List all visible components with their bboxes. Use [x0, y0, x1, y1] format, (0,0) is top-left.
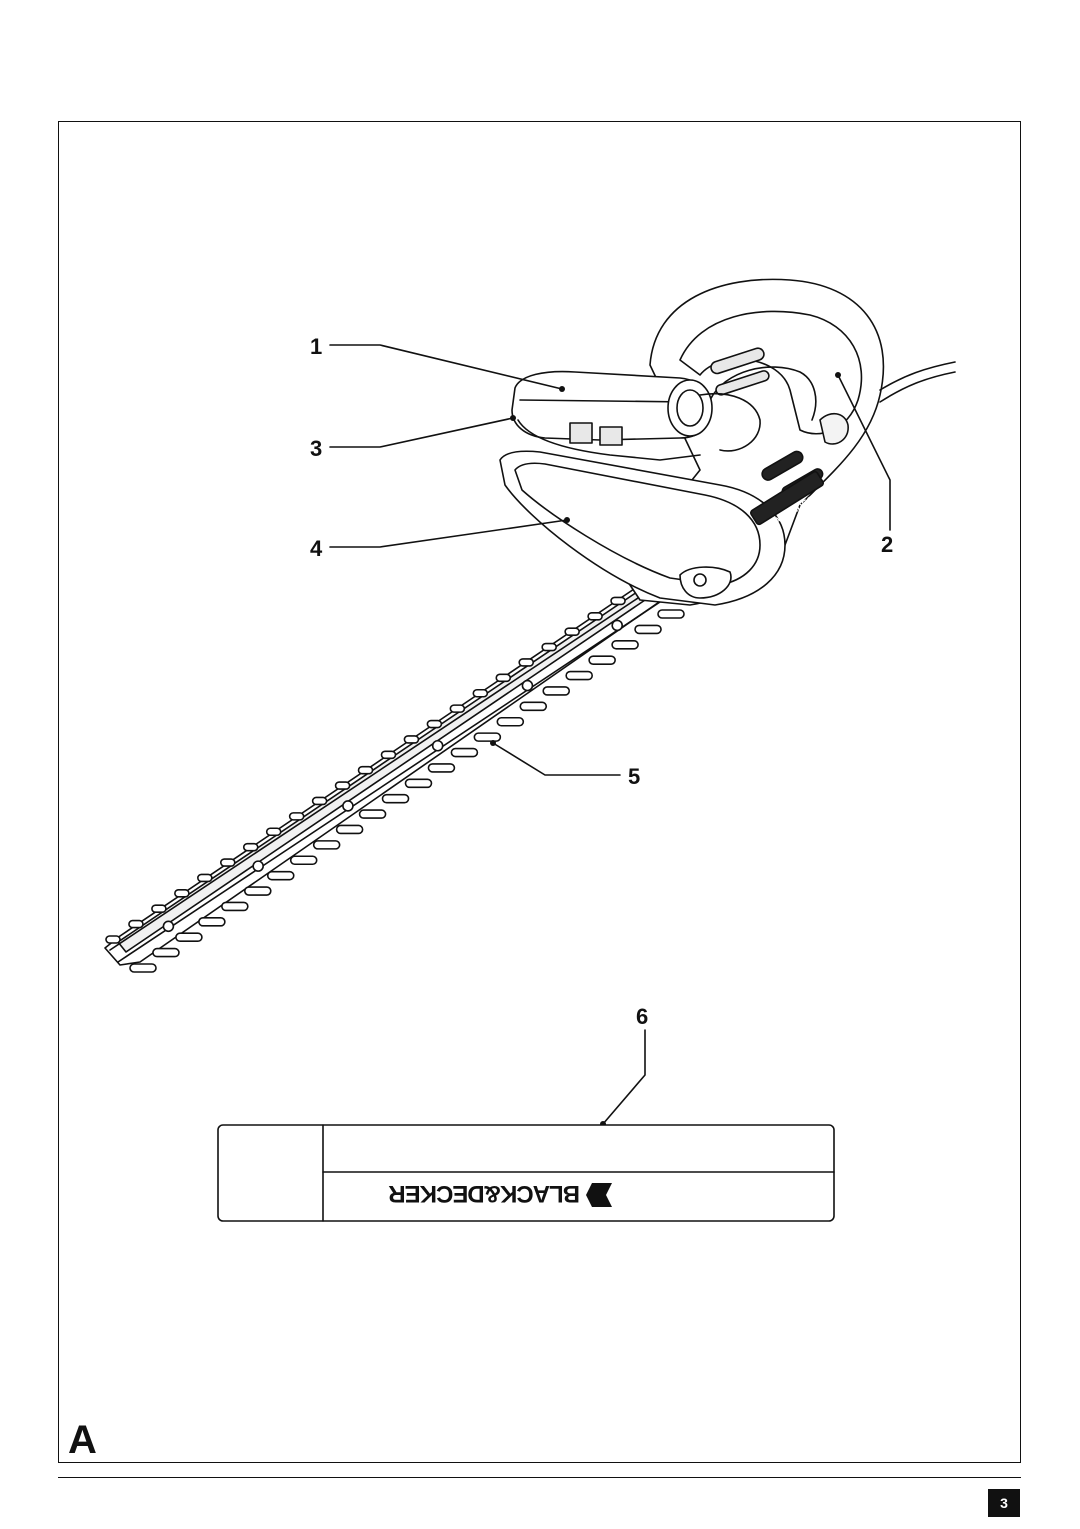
figure-letter: A — [68, 1418, 97, 1462]
blade-tooth — [634, 624, 662, 635]
blade-tooth — [128, 919, 144, 929]
blade-tooth — [357, 765, 374, 775]
blade-tooth — [358, 809, 387, 819]
blade-tooth — [312, 840, 341, 850]
blade-tooth — [587, 611, 603, 621]
blade-tooth — [129, 963, 157, 973]
blade-tooth — [427, 763, 456, 773]
blade-tooth — [449, 704, 466, 713]
blade-tooth — [426, 719, 443, 729]
blade-tooth — [588, 655, 616, 665]
blade-tooth — [242, 842, 259, 852]
blade-tooth — [518, 658, 535, 667]
blade-tooth — [496, 716, 525, 727]
blade-tooth — [288, 812, 305, 821]
blade-tooth — [198, 917, 226, 927]
blade-tooth — [174, 889, 190, 898]
figure-frame — [58, 121, 1021, 1463]
blade-tooth — [473, 732, 502, 742]
callout-3: 3 — [310, 436, 323, 461]
blade-tooth — [335, 824, 364, 835]
blade-tooth — [105, 935, 121, 944]
blade-rivet — [611, 619, 624, 632]
blade-assembly — [104, 581, 685, 973]
blade-tooth — [221, 901, 249, 912]
blade-tooth — [450, 747, 479, 758]
blade-tooth — [565, 670, 593, 681]
blade-tooth — [657, 609, 685, 619]
blade-tooth — [541, 642, 557, 652]
blade-tooth — [495, 673, 512, 683]
blade-tooth — [175, 932, 203, 943]
blade-tooth — [542, 686, 571, 696]
switch — [517, 419, 701, 461]
footer-rule — [58, 1477, 1021, 1478]
blade-rivet — [431, 739, 444, 752]
blade-teeth-lower — [129, 609, 685, 973]
sheath-brand-text: BLACK&DECKER — [389, 1180, 580, 1207]
blade-sheath: BLACK&DECKER — [217, 1124, 835, 1222]
blade-rivet — [162, 920, 175, 933]
callout-1: 1 — [310, 334, 323, 359]
blade-rivet — [521, 679, 534, 692]
hand-guard — [499, 450, 786, 606]
callout-leaders — [329, 344, 891, 1127]
blade-tooth — [404, 778, 433, 789]
blade-tooth — [610, 596, 626, 606]
callout-2: 2 — [881, 532, 894, 557]
blade-tooth — [289, 855, 318, 866]
blade-tooth — [403, 735, 420, 744]
sheath-logo-icon — [586, 1183, 612, 1207]
blade-tooth — [564, 627, 580, 636]
blade-tooth — [265, 827, 282, 837]
blade-tooth — [197, 873, 213, 883]
callout-4: 4 — [310, 536, 323, 561]
blade-tooth — [219, 858, 236, 867]
blade-tooth — [243, 886, 272, 896]
blade-tooth — [519, 701, 548, 712]
callout-6: 6 — [636, 1004, 649, 1029]
blade-tooth — [266, 870, 295, 881]
blade-rivet — [342, 800, 354, 812]
blade-tooth — [380, 750, 397, 760]
blade-tooth — [152, 947, 180, 958]
blade-tooth — [151, 904, 167, 914]
blade-tooth — [381, 793, 410, 804]
blade-rivet — [252, 860, 264, 872]
blade-tooth — [334, 781, 351, 790]
page-number: 3 — [988, 1489, 1020, 1517]
blade-tooth — [472, 688, 489, 698]
callout-5: 5 — [628, 764, 641, 789]
blade-tooth — [311, 796, 328, 806]
blade-rivets — [162, 619, 624, 933]
blade-tooth — [611, 639, 639, 650]
